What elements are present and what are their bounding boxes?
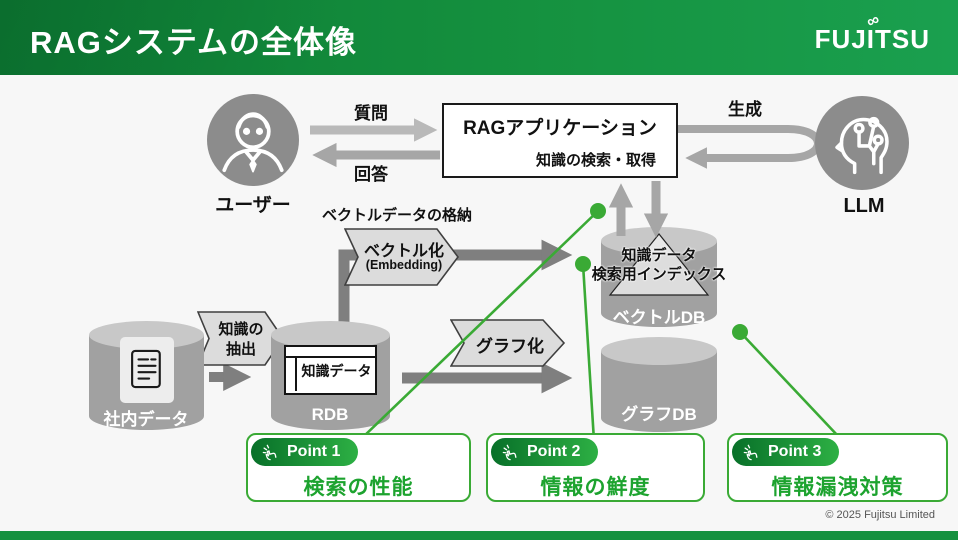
- click-hand-icon: [502, 444, 517, 460]
- vectorize-chevron: ベクトル化 (Embedding): [343, 228, 460, 286]
- answer-label: 回答: [354, 165, 388, 184]
- extract-chevron: 知識の 抽出: [196, 311, 285, 366]
- point3-connector-line: [739, 331, 839, 437]
- point-card-2: Point 2 情報の鮮度: [486, 433, 705, 502]
- knowledge-table-label: 知識データ: [301, 363, 372, 379]
- point1-label: 検索の性能: [303, 476, 414, 499]
- graphize-chevron: グラフ化: [449, 319, 566, 367]
- header-bar: RAGシステムの全体像 ∞ FUJITSU: [0, 0, 958, 75]
- extract-label-line2: 抽出: [225, 341, 256, 358]
- point2-badge-label: Point 2: [527, 443, 581, 460]
- point1-badge-pill: Point 1: [251, 438, 359, 466]
- table-icon: 知識データ: [284, 345, 377, 395]
- user-label: ユーザー: [215, 195, 291, 216]
- internal-data-label: 社内データ: [103, 410, 189, 429]
- generate-label: 生成: [728, 100, 762, 119]
- rag-app-box: RAGアプリケーション 知識の検索・取得: [442, 103, 678, 178]
- generate-loop-arrow: [678, 125, 822, 169]
- vector-store-label: ベクトルデータの格納: [322, 207, 473, 224]
- point-card-3: Point 3 情報漏洩対策: [727, 433, 948, 502]
- embedding-label: (Embedding): [365, 258, 443, 272]
- point3-badge-pill: Point 3: [732, 438, 840, 466]
- copyright-text: © 2025 Fujitsu Limited: [825, 509, 935, 521]
- graph-db-label: グラフDB: [621, 405, 697, 424]
- page-title: RAGシステムの全体像: [30, 25, 357, 60]
- vector-index-line2: 検索用インデックス: [591, 266, 727, 283]
- vector-db-cylinder: 知識データ 検索用インデックス ベクトルDB: [592, 227, 726, 328]
- point3-label: 情報漏洩対策: [771, 476, 904, 499]
- rdb-cylinder: 知識データ RDB: [270, 320, 391, 432]
- triangle-index-icon: [608, 233, 710, 296]
- point3-badge-label: Point 3: [768, 443, 822, 460]
- question-label: 質問: [354, 104, 388, 123]
- point2-connector-dot: [575, 256, 591, 272]
- llm-label: LLM: [843, 195, 885, 217]
- rdb-label: RDB: [311, 405, 349, 424]
- document-icon: [120, 337, 174, 403]
- point2-badge-pill: Point 2: [491, 438, 599, 466]
- logo-text: FUJITSU: [814, 24, 930, 54]
- point3-connector-dot: [732, 324, 748, 340]
- point-card-1: Point 1 検索の性能: [246, 433, 471, 502]
- graph-db-cylinder: グラフDB: [600, 337, 718, 433]
- point2-label: 情報の鮮度: [540, 476, 651, 499]
- vector-db-label: ベクトルDB: [612, 308, 706, 327]
- graphize-label: グラフ化: [476, 337, 544, 356]
- click-hand-icon: [262, 444, 277, 460]
- point1-connector-dot: [590, 203, 606, 219]
- point2-connector-line: [581, 263, 596, 442]
- table-left-rule: [295, 358, 297, 391]
- internal-data-cylinder: 社内データ: [88, 320, 205, 432]
- table-header-band: [286, 347, 375, 358]
- rag-app-title: RAGアプリケーション: [463, 118, 657, 139]
- click-hand-icon: [743, 444, 758, 460]
- fujitsu-logo: ∞ FUJITSU: [814, 9, 930, 55]
- vector-index-line1: 知識データ: [621, 247, 697, 264]
- point1-badge-label: Point 1: [287, 443, 341, 460]
- bottom-accent-bar: [0, 531, 958, 540]
- llm-brain-icon: [815, 96, 909, 190]
- user-icon: [207, 94, 299, 186]
- rag-app-subtitle: 知識の検索・取得: [535, 152, 656, 169]
- extract-label-line1: 知識の: [218, 321, 264, 338]
